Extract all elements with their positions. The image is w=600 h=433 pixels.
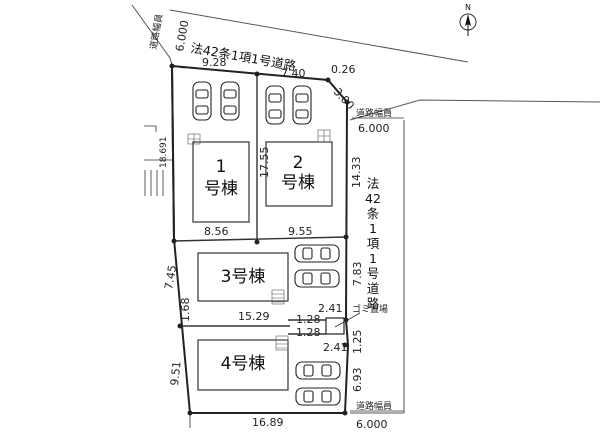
svg-text:項: 項 (367, 236, 380, 251)
car-icon (295, 361, 341, 380)
svg-text:道路幅員: 道路幅員 (356, 107, 392, 119)
lot1-number: 1 (216, 157, 227, 177)
svg-text:条: 条 (367, 206, 380, 221)
lot-lines (173, 74, 347, 335)
dim-2-41-a: 2.41 (318, 302, 343, 315)
north-label: N (465, 3, 471, 12)
fence-marks (144, 125, 172, 196)
lot3-label: 3号棟 (221, 267, 266, 287)
dim-14-33: 14.33 (350, 157, 363, 189)
road-width-bottom: 道路幅員 6.000 (350, 400, 404, 431)
lot2-suffix: 号棟 (281, 173, 315, 193)
lot3-house (197, 252, 289, 302)
car-icon (265, 85, 285, 125)
dim-8-56: 8.56 (204, 225, 229, 238)
svg-text:1: 1 (369, 221, 377, 236)
road-width-value-top: 6.000 (173, 19, 191, 52)
road-width-label-top: 道路幅員 (147, 13, 165, 51)
dim-2-41-b: 2.41 (323, 341, 348, 354)
car-icons (192, 81, 341, 406)
car-icon (220, 81, 240, 121)
dim-9-28: 9.28 (202, 56, 227, 69)
north-arrow: N (459, 3, 477, 36)
svg-text:路: 路 (367, 296, 380, 311)
dim-7-83: 7.83 (351, 262, 364, 287)
svg-text:6.000: 6.000 (358, 122, 390, 135)
lot2-house (265, 141, 333, 207)
svg-text:1: 1 (369, 251, 377, 266)
dim-1-28-a: 1.28 (296, 313, 321, 326)
lot4-house (197, 339, 289, 391)
right-road-label: 法 42 条 1 項 1 号 道 路 (365, 176, 381, 311)
dim-1-25: 1.25 (351, 330, 364, 355)
car-icon (192, 81, 212, 121)
boundary-markers (169, 63, 350, 416)
car-icon (294, 269, 340, 288)
dim-9-51: 9.51 (168, 361, 183, 387)
road-width-right: 道路幅員 6.000 (352, 107, 404, 135)
dim-9-55: 9.55 (288, 225, 313, 238)
lot4-label: 4号棟 (221, 354, 266, 374)
dim-17-55: 17.55 (258, 147, 271, 179)
dim-7-45: 7.45 (162, 264, 179, 290)
porch-hatches (187, 129, 331, 351)
road-edges (131, 4, 600, 428)
svg-text:号: 号 (367, 266, 380, 281)
svg-text:道: 道 (367, 281, 380, 296)
dim-18-691: 18.691 (159, 137, 169, 169)
car-icon (295, 387, 341, 406)
lot2-number: 2 (293, 153, 304, 173)
svg-text:法: 法 (367, 176, 380, 191)
dim-1-28-b: 1.28 (296, 326, 321, 339)
garbage-label: ゴミ置場 (352, 303, 388, 315)
car-icon (294, 244, 340, 263)
lot1-suffix: 号棟 (204, 179, 238, 199)
svg-text:6.000: 6.000 (356, 418, 388, 431)
svg-text:42: 42 (365, 191, 381, 206)
dim-16-89: 16.89 (252, 416, 284, 429)
dim-15-29: 15.29 (238, 310, 270, 323)
lot1-house (192, 141, 250, 223)
site-boundary (170, 64, 350, 414)
dim-7-40: 7.40 (281, 67, 306, 80)
dim-6-93: 6.93 (351, 368, 364, 393)
dim-3-00: 3.00 (331, 85, 357, 112)
dim-0-26: 0.26 (331, 63, 356, 76)
car-icon (292, 85, 312, 125)
garbage-area (325, 317, 345, 335)
svg-text:道路幅員: 道路幅員 (356, 400, 392, 412)
dim-1-68: 1.68 (179, 298, 192, 323)
